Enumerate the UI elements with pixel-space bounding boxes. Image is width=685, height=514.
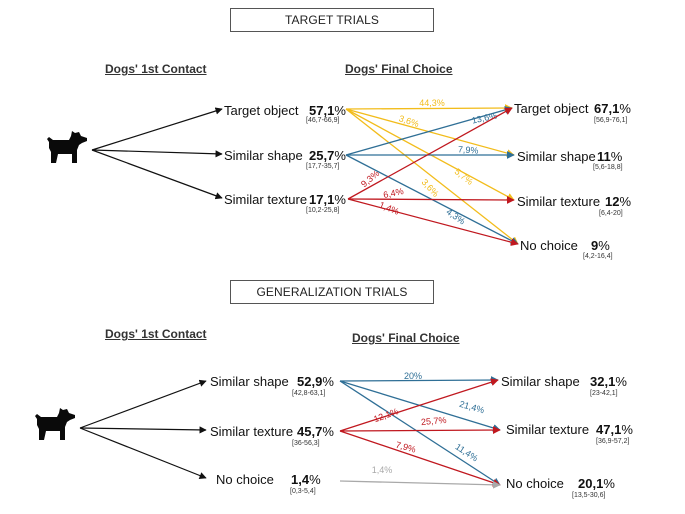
- target-final-similar-texture-percent: 12%: [605, 194, 632, 209]
- target-dog-arrow-2: [91, 149, 223, 200]
- gen-flow-line-3: [339, 378, 499, 432]
- target-flow-line-9: [347, 198, 519, 246]
- target-first-similar-shape-ci: [17,7-35,7]: [306, 163, 340, 170]
- gen-final-no-choice-label: No choice: [506, 476, 564, 491]
- generalization-trials-title: GENERALIZATION TRIALS: [230, 280, 434, 304]
- target-first-contact-heading: Dogs' 1st Contact: [105, 62, 207, 76]
- target-flow-line-8: [347, 196, 515, 204]
- gen-first-similar-shape-ci: [42,8-63,1]: [292, 390, 326, 397]
- gen-flow-label-5: 7,9%: [395, 440, 417, 455]
- gen-flow-label-3: 12,1%: [372, 406, 399, 424]
- target-final-no-choice-label: No choice: [520, 238, 578, 253]
- gen-final-similar-shape-percent: 32,1%: [590, 374, 627, 389]
- gen-final-similar-shape-label: Similar shape: [501, 374, 580, 389]
- gen-dog-arrow-2: [79, 427, 207, 479]
- gen-final-similar-shape-ci: [23-42,1]: [590, 390, 618, 397]
- target-flow-label-0: 44,3%: [419, 98, 445, 108]
- gen-flow-line-0: [339, 376, 499, 384]
- generalization-first-contact-heading: Dogs' 1st Contact: [105, 327, 207, 341]
- dog-icon-generalization: [33, 407, 77, 448]
- dog-icon-target: [45, 130, 89, 171]
- target-final-no-choice-percent: 9%: [591, 238, 610, 253]
- target-flow-label-6: 4,3%: [444, 207, 467, 227]
- target-flow-label-9: 1,4%: [378, 200, 401, 217]
- target-final-target-object-percent: 67,1%: [594, 101, 631, 116]
- gen-flow-line-5: [339, 430, 501, 487]
- target-final-similar-texture-label: Similar texture: [517, 194, 601, 209]
- target-flow-line-3: [345, 108, 519, 245]
- gen-first-similar-texture-ci: [36-56,3]: [292, 440, 320, 447]
- gen-first-no-choice-label: No choice: [216, 472, 274, 487]
- target-final-choice-heading: Dogs' Final Choice: [345, 62, 453, 76]
- target-first-similar-texture-ci: [10,2-25,8]: [306, 207, 340, 214]
- target-first-similar-shape-percent: 25,7%: [309, 148, 346, 163]
- target-dog-arrow-0: [91, 107, 223, 151]
- target-final-similar-shape-ci: [5,6-18,8]: [593, 164, 623, 171]
- gen-first-similar-texture-label: Similar texture: [210, 424, 294, 439]
- gen-first-no-choice-percent: 1,4%: [291, 472, 321, 487]
- gen-dog-arrow-1: [79, 426, 207, 434]
- gen-flow-label-0: 20%: [404, 371, 422, 381]
- gen-first-similar-shape-label: Similar shape: [210, 374, 289, 389]
- target-flow-label-2: 5,7%: [453, 166, 475, 187]
- target-first-similar-shape-label: Similar shape: [224, 148, 303, 163]
- target-flow-line-7: [347, 107, 513, 200]
- target-flow-line-0: [345, 104, 513, 112]
- target-flow-line-1: [345, 108, 515, 157]
- gen-flow-line-6: [339, 480, 501, 489]
- gen-final-similar-texture-percent: 47,1%: [596, 422, 633, 437]
- target-final-target-object-label: Target object: [514, 101, 589, 116]
- target-flow-label-5: 7,9%: [458, 144, 479, 155]
- gen-flow-label-4: 25,7%: [421, 415, 447, 427]
- target-first-similar-texture-label: Similar texture: [224, 192, 308, 207]
- gen-final-no-choice-percent: 20,1%: [578, 476, 615, 491]
- target-flow-label-8: 6,4%: [382, 186, 404, 200]
- target-final-similar-shape-percent: 11%: [597, 149, 623, 164]
- generalization-final-choice-heading: Dogs' Final Choice: [352, 331, 460, 345]
- target-final-similar-texture-ci: [6,4-20]: [599, 210, 623, 217]
- gen-first-similar-shape-percent: 52,9%: [297, 374, 334, 389]
- gen-final-similar-texture-ci: [36,9-57,2]: [596, 438, 630, 445]
- gen-final-no-choice-ci: [13,5-30,6]: [572, 492, 606, 499]
- gen-flow-label-6: 1,4%: [372, 465, 393, 475]
- target-first-target-object-label: Target object: [224, 103, 299, 118]
- gen-first-similar-texture-percent: 45,7%: [297, 424, 334, 439]
- target-trials-title: TARGET TRIALS: [230, 8, 434, 32]
- gen-flow-line-2: [339, 380, 501, 486]
- gen-flow-label-1: 21,4%: [458, 399, 485, 416]
- target-first-target-object-ci: [46,7-66,9]: [306, 117, 340, 124]
- target-flow-line-4: [345, 106, 513, 156]
- gen-dog-arrow-0: [79, 379, 207, 429]
- gen-first-no-choice-ci: [0,3-5,4]: [290, 488, 316, 495]
- target-final-similar-shape-label: Similar shape: [517, 149, 596, 164]
- target-first-target-object-percent: 57,1%: [309, 103, 346, 118]
- target-final-target-object-ci: [56,9-76,1]: [594, 117, 628, 124]
- gen-flow-label-2: 11,4%: [453, 442, 479, 464]
- gen-final-similar-texture-label: Similar texture: [506, 422, 590, 437]
- target-first-similar-texture-percent: 17,1%: [309, 192, 346, 207]
- gen-flow-line-4: [339, 426, 501, 434]
- target-dog-arrow-1: [91, 149, 223, 158]
- target-final-no-choice-ci: [4,2-16,4]: [583, 253, 613, 260]
